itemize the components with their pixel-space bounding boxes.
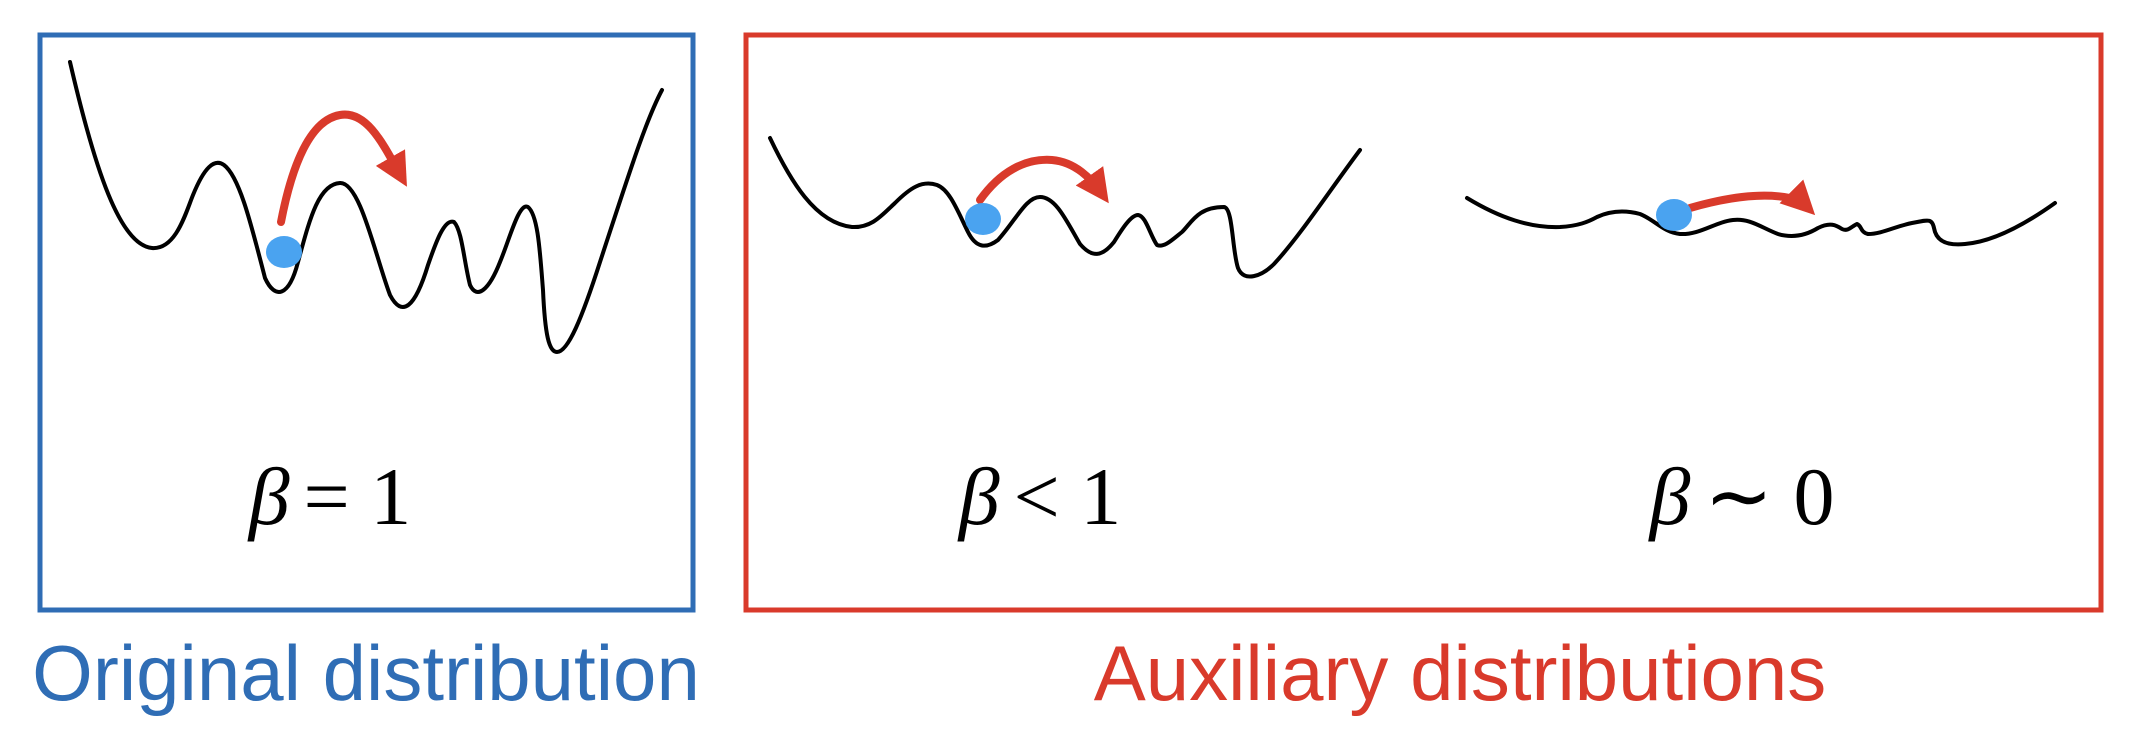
beta-label-near-0: β∼ 0 [1647, 451, 1834, 542]
landscape-beta-less-than-1: β< 1 [768, 136, 1362, 542]
beta-label-original: β= 1 [247, 451, 412, 542]
energy-landscape-curve-beta-lt-1 [768, 136, 1362, 279]
original-distribution-caption: Original distribution [32, 629, 700, 717]
particle-dot-icon [965, 203, 1001, 235]
energy-landscape-curve-beta-near-0 [1465, 196, 2057, 247]
jump-arrow-icon [1686, 179, 1816, 216]
auxiliary-distributions-caption: Auxiliary distributions [1094, 629, 1827, 717]
auxiliary-panel-border [743, 32, 2104, 613]
jump-arrow-icon [976, 155, 1109, 204]
jump-arrow-icon [277, 110, 407, 226]
landscape-beta-near-0: β∼ 0 [1465, 179, 2057, 542]
beta-label-less-than-1: β< 1 [957, 451, 1122, 542]
original-distribution-panel: β= 1 [37, 32, 696, 613]
original-panel-border [37, 32, 696, 613]
auxiliary-distributions-panel: β< 1 β∼ 0 [743, 32, 2104, 613]
particle-dot-icon [1656, 199, 1692, 231]
particle-dot-icon [266, 236, 302, 268]
energy-landscape-curve-beta-1 [68, 60, 664, 354]
